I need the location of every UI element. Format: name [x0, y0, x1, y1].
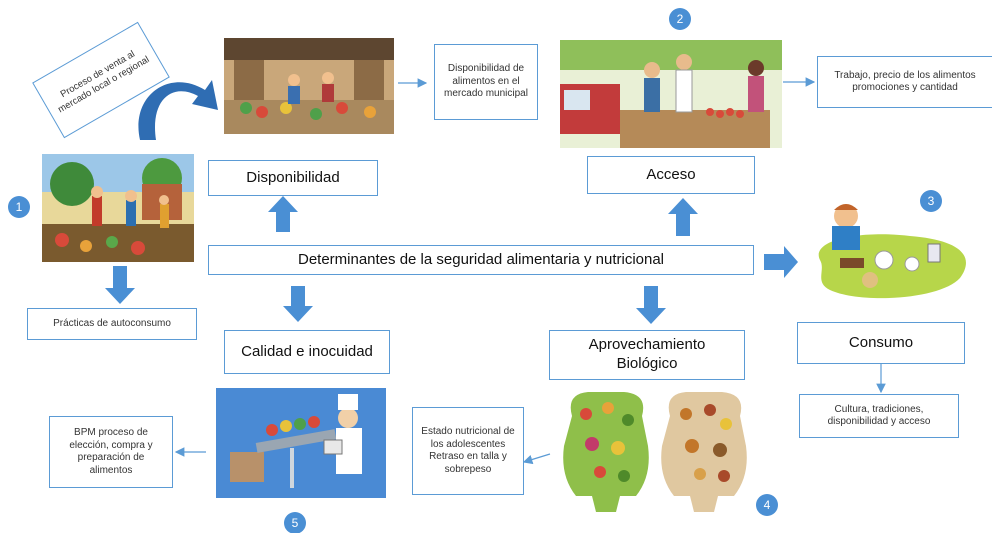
healthy-vs-junk-food-figures [552, 386, 752, 516]
aprovechamiento-box: Aprovechamiento Biológico [549, 330, 745, 380]
cultura-text: Cultura, tradiciones, disponibilidad y a… [827, 403, 931, 428]
arrow-down-autoconsumo [105, 266, 135, 304]
mercado-note: Disponibilidad de alimentos en el mercad… [434, 44, 538, 120]
disponibilidad-box: Disponibilidad [208, 160, 378, 196]
acceso-label: Acceso [646, 165, 696, 183]
center-label: Determinantes de la seguridad alimentari… [297, 250, 665, 268]
arrow-down-aprovechamiento [636, 286, 666, 324]
food-inspector-illustration [216, 388, 386, 498]
disponibilidad-label: Disponibilidad [246, 168, 340, 186]
bpm-note: BPM proceso de elección, compra y prepar… [49, 416, 173, 488]
aprovechamiento-line1: Aprovechamiento [588, 336, 706, 354]
trabajo-note: Trabajo, precio de los alimentos promoci… [817, 56, 992, 108]
cultura-note: Cultura, tradiciones, disponibilidad y a… [799, 394, 959, 438]
badge-3: 3 [920, 190, 942, 212]
farm-family-illustration [42, 154, 194, 262]
market-illustration [224, 38, 394, 134]
arrow-up-acceso [668, 198, 698, 236]
child-eating-illustration [800, 200, 976, 304]
vendor-selling-illustration [560, 40, 782, 148]
badge-2: 2 [669, 8, 691, 30]
badge-5: 5 [284, 512, 306, 533]
arrow-down-calidad [283, 286, 313, 322]
arrow-curved-venta [138, 80, 218, 140]
aprovechamiento-line2: Biológico [616, 355, 678, 372]
consumo-label: Consumo [848, 333, 914, 351]
mercado-text: Disponibilidad de alimentos en el mercad… [444, 63, 528, 100]
calidad-box: Calidad e inocuidad [224, 330, 390, 374]
arrow-up-disponibilidad [268, 196, 298, 232]
trabajo-text: Trabajo, precio de los alimentos promoci… [834, 69, 976, 94]
arrow-right-consumo [764, 246, 798, 278]
estado-text: Estado nutricional de los adolescentes R… [421, 426, 515, 475]
bpm-text: BPM proceso de elección, compra y prepar… [69, 427, 153, 476]
estado-note: Estado nutricional de los adolescentes R… [412, 407, 524, 495]
consumo-box: Consumo [797, 322, 965, 364]
badge-1: 1 [8, 196, 30, 218]
calidad-label: Calidad e inocuidad [241, 342, 373, 360]
connector-estado [522, 453, 551, 465]
badge-4: 4 [756, 494, 778, 516]
autoconsumo-note: Prácticas de autoconsumo [27, 308, 197, 340]
acceso-box: Acceso [587, 156, 755, 194]
center-determinantes-box: Determinantes de la seguridad alimentari… [208, 245, 754, 275]
autoconsumo-text: Prácticas de autoconsumo [53, 317, 171, 329]
